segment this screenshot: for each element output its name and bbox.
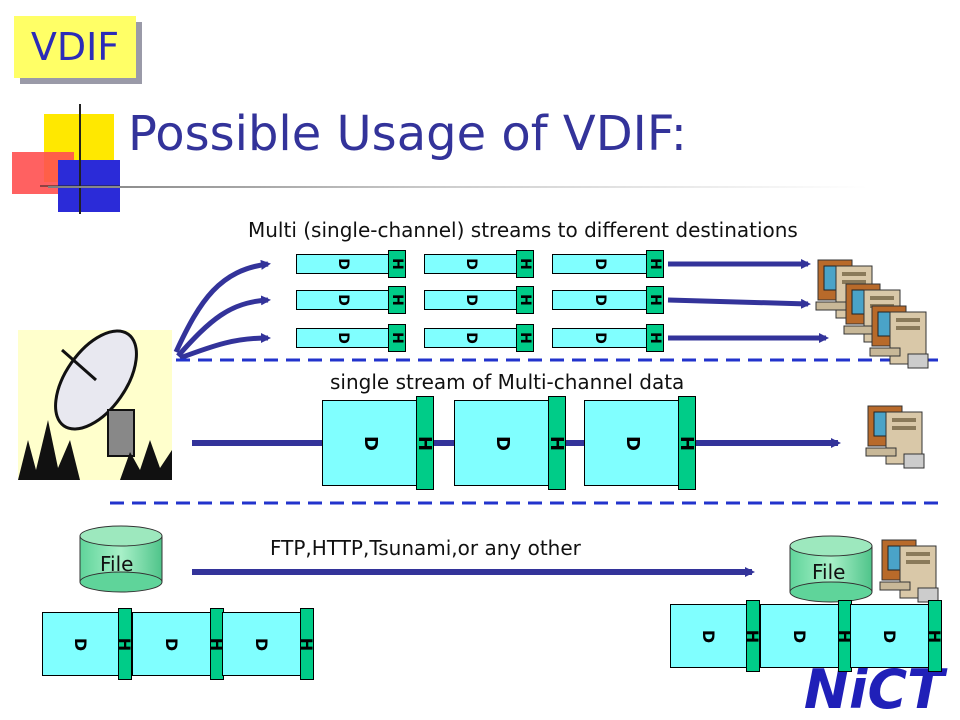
vdif-badge: VDIF bbox=[14, 16, 136, 78]
data-block: D bbox=[424, 254, 518, 274]
dashed-separators bbox=[110, 358, 940, 505]
data-block: D bbox=[296, 254, 390, 274]
header-block: H bbox=[676, 396, 697, 490]
data-block: D bbox=[552, 290, 648, 310]
data-block: D bbox=[454, 400, 550, 486]
nict-logo: NiCT bbox=[804, 658, 948, 720]
header-block: H bbox=[646, 324, 664, 352]
header-block: H bbox=[646, 250, 664, 278]
data-block: D bbox=[132, 612, 212, 676]
data-block: D bbox=[552, 328, 648, 348]
header-block: H bbox=[516, 250, 534, 278]
fanout-arrows bbox=[173, 259, 271, 361]
data-block: D bbox=[670, 604, 748, 668]
data-block: D bbox=[850, 604, 930, 668]
file-label: File bbox=[100, 552, 134, 576]
header-block: H bbox=[516, 324, 534, 352]
data-block: D bbox=[322, 400, 418, 486]
single-stream-caption: single stream of Multi-channel data bbox=[330, 370, 685, 394]
header-block: H bbox=[516, 286, 534, 314]
file-label: File bbox=[812, 560, 846, 584]
file-cylinder-icon bbox=[79, 525, 163, 593]
data-block: D bbox=[296, 290, 390, 310]
computer-icon bbox=[869, 305, 929, 369]
data-block: D bbox=[424, 290, 518, 310]
title-decoration bbox=[12, 104, 120, 214]
data-block: D bbox=[296, 328, 390, 348]
header-block: H bbox=[414, 396, 435, 490]
multi-stream-caption: Multi (single-channel) streams to differ… bbox=[248, 218, 798, 242]
title-underline bbox=[48, 186, 868, 188]
radio-telescope-icon bbox=[18, 329, 172, 480]
computer-icon bbox=[865, 405, 925, 469]
header-block: H bbox=[388, 250, 406, 278]
data-block: D bbox=[584, 400, 680, 486]
file-transfer-caption: FTP,HTTP,Tsunami,or any other bbox=[270, 536, 581, 560]
destination-arrows bbox=[667, 259, 829, 343]
header-block: H bbox=[388, 324, 406, 352]
header-block: H bbox=[116, 608, 135, 680]
slide-title: Possible Usage of VDIF: bbox=[128, 106, 687, 162]
computer-icon bbox=[879, 539, 939, 603]
data-block: D bbox=[424, 328, 518, 348]
data-block: D bbox=[760, 604, 840, 668]
header-block: H bbox=[546, 396, 567, 490]
header-block: H bbox=[926, 600, 945, 672]
header-block: H bbox=[646, 286, 664, 314]
file-cylinder-icon bbox=[789, 535, 873, 603]
data-block: D bbox=[222, 612, 302, 676]
header-block: H bbox=[388, 286, 406, 314]
header-block: H bbox=[744, 600, 763, 672]
data-block: D bbox=[552, 254, 648, 274]
data-block: D bbox=[42, 612, 120, 676]
header-block: H bbox=[298, 608, 317, 680]
